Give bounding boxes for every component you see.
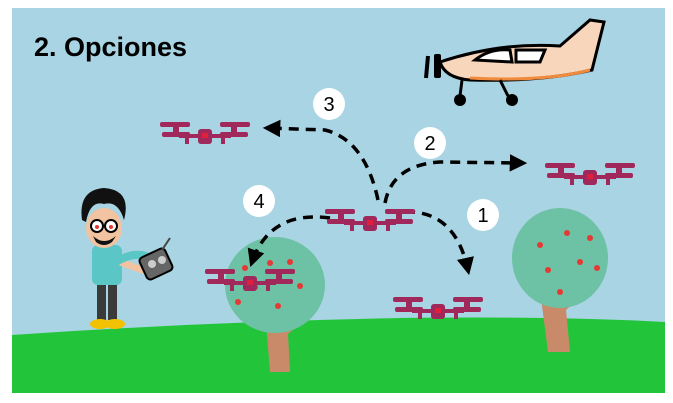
svg-text:4: 4 [253, 191, 264, 213]
pilot-with-remote-icon [81, 188, 174, 329]
option-arrows [247, 119, 528, 276]
page-title: 2. Opciones [34, 32, 187, 62]
arrow-option-4 [247, 215, 331, 267]
tree-icon [512, 208, 608, 352]
svg-text:2: 2 [424, 133, 435, 155]
svg-text:1: 1 [477, 205, 488, 227]
option-badge-4: 4 [243, 185, 275, 217]
arrow-option-3 [262, 119, 380, 201]
arrow-option-2 [383, 154, 528, 204]
option-badge-1: 1 [467, 199, 499, 231]
airplane-icon [424, 18, 606, 106]
option-badge-3: 3 [313, 88, 345, 120]
svg-text:3: 3 [323, 94, 334, 116]
grass [12, 317, 665, 393]
option-badge-2: 2 [414, 127, 446, 159]
